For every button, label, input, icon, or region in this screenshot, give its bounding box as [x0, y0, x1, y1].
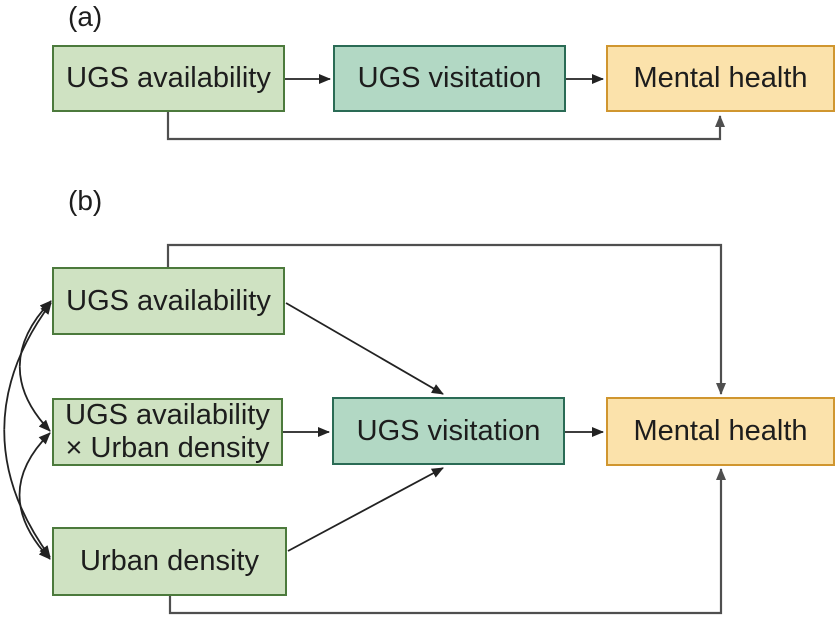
covariance-availability-density-lower [3, 429, 51, 558]
arrow-b-density-to-visitation [287, 467, 444, 552]
arrow-b-density-to-mental-direct [168, 468, 726, 615]
interaction-line-1: UGS availability [65, 399, 270, 431]
box-b-mental-health: Mental health [606, 397, 835, 466]
covariance-availability-interaction-lower [18, 366, 51, 432]
panel-a-label: (a) [68, 1, 103, 32]
box-b-interaction: UGS availability × Urban density [52, 398, 283, 466]
arrow-b-availability-to-visitation [285, 302, 444, 395]
arrow-b-availability-to-mental-direct [166, 243, 726, 395]
arrow-a-availability-to-mental-direct [166, 112, 725, 141]
interaction-line-2: × Urban density [65, 432, 270, 464]
covariance-interaction-density-upper [18, 432, 51, 496]
covariance-interaction-density-lower [18, 494, 51, 560]
box-b-ugs-visitation: UGS visitation [332, 397, 565, 465]
panel-b-label: (b) [68, 185, 103, 216]
box-a-ugs-availability: UGS availability [52, 45, 285, 112]
box-b-ugs-availability: UGS availability [52, 267, 285, 335]
box-a-ugs-visitation: UGS visitation [333, 45, 566, 112]
box-a-mental-health: Mental health [606, 45, 835, 112]
covariance-availability-density-upper [3, 302, 52, 430]
box-b-urban-density: Urban density [52, 527, 287, 596]
